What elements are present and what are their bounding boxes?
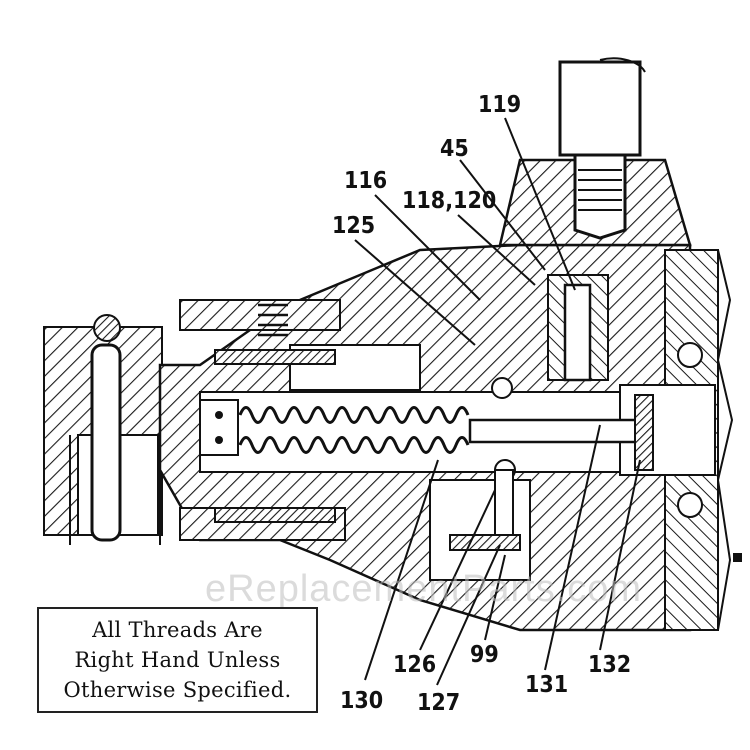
leader-lines (354, 117, 641, 686)
thread-note: All Threads Are Right Hand Unless Otherw… (37, 607, 318, 713)
callout-130: 130 (340, 688, 383, 714)
edge-mark (733, 553, 742, 562)
top-fitting (558, 57, 646, 240)
plunger-rod (199, 394, 654, 471)
callout-118-120: 118,120 (402, 188, 496, 214)
thread-note-line-2: Right Hand Unless (74, 648, 281, 672)
callout-99: 99 (470, 642, 499, 668)
watermark: eReplacementParts.com (205, 568, 643, 610)
lower-valve (214, 349, 521, 551)
spring (238, 406, 470, 454)
callout-119: 119 (478, 92, 521, 118)
callout-125: 125 (332, 213, 375, 239)
thread-note-line-1: All Threads Are (92, 618, 263, 642)
thread-note-line-3: Otherwise Specified. (63, 678, 292, 702)
callout-127: 127 (417, 690, 460, 716)
callout-132: 132 (588, 652, 631, 678)
callout-131: 131 (525, 672, 568, 698)
callout-116: 116 (344, 168, 387, 194)
internal-bore (199, 344, 716, 581)
left-mounting-block (43, 314, 163, 545)
vertical-pin (547, 274, 609, 382)
callouts: 119 45 116 118,120 125 130 126 127 99 13… (332, 92, 631, 716)
upper-spring (258, 303, 288, 337)
callout-45: 45 (440, 136, 469, 162)
callout-126: 126 (393, 652, 436, 678)
